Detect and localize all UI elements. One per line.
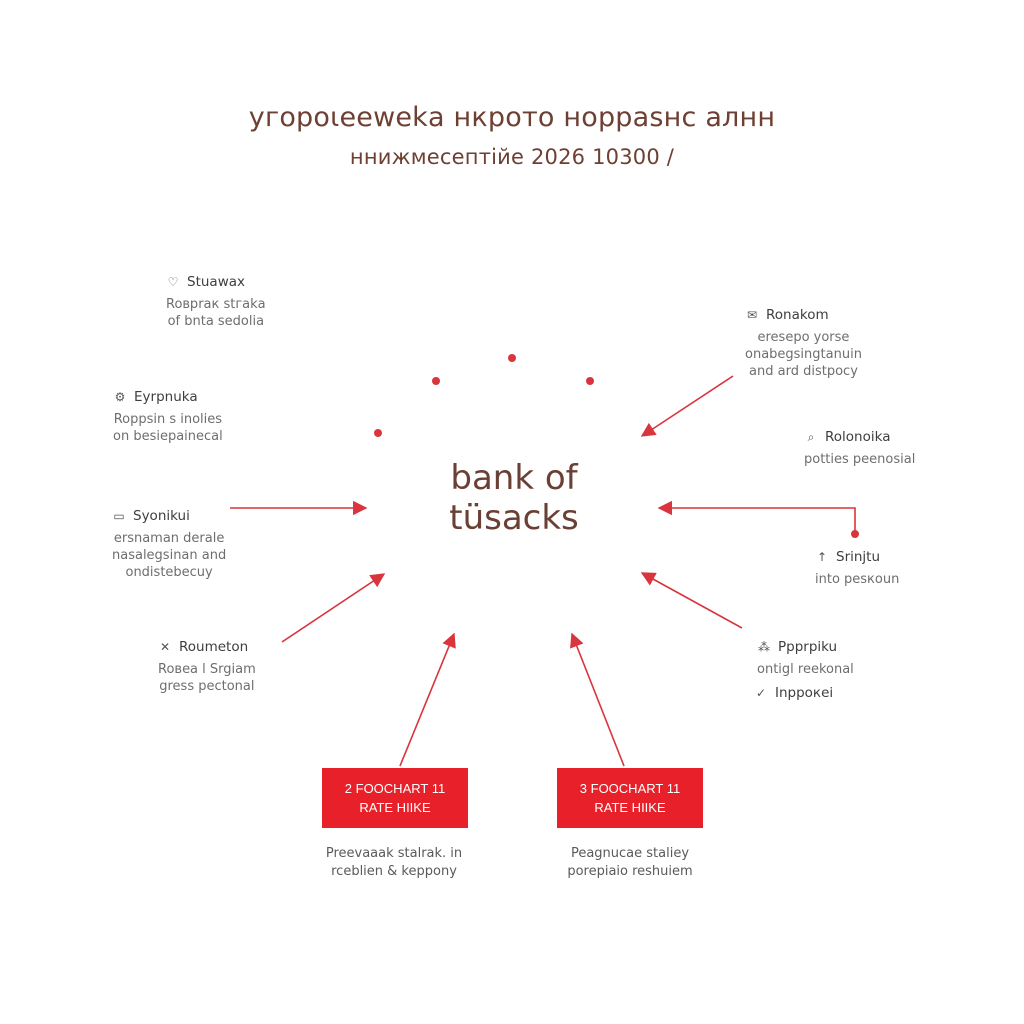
- cluster-icon: ⁂: [758, 640, 770, 654]
- box-caption-1: Preevaaak stalrak. in rceblien & keppony: [294, 845, 494, 881]
- node-label: Roumeton: [179, 639, 249, 655]
- arrow-up-icon: ↑: [816, 550, 828, 564]
- node-eyrpnuka: ⚙ Eyrpnuka Roppsin s inolies on besiepain…: [113, 389, 223, 445]
- center-line-1: bank of: [450, 458, 578, 498]
- tools-icon: ✕: [159, 640, 171, 654]
- node-desc: nasalegsinan and: [112, 548, 227, 563]
- box-caption-2: Peagnucae staliey porepiaio reshuiem: [530, 845, 730, 881]
- node-desc: onabegsingtanuin: [745, 347, 862, 362]
- node-desc: of bnta sedolia: [167, 314, 265, 329]
- envelope-icon: ✉: [746, 308, 758, 322]
- arrow-box2: [570, 632, 625, 767]
- center-line-2: tüsacks: [449, 498, 579, 538]
- arrow-right-low: [640, 572, 743, 629]
- box-line-2: RATE HIIKE: [594, 800, 666, 815]
- node-rolonoika: ⌕ Rolonoika potties peenosial: [804, 429, 915, 468]
- diagram-title: угороɩeewekа нкрото норрasнс aлнн: [248, 102, 776, 133]
- chat-icon: ▭: [113, 509, 125, 523]
- heart-icon: ♡: [167, 275, 179, 289]
- node-desc: ersnaman derale: [113, 531, 225, 546]
- node-inppokei: ✓ Inppoкei: [754, 685, 833, 701]
- caption-line: porepiaio reshuiem: [567, 864, 693, 879]
- dot: [508, 354, 516, 362]
- node-stuawax: ♡ Stuawax Roʙpraк stгаkа of bnta sedolia: [166, 274, 266, 330]
- node-label: Syonikui: [133, 508, 190, 524]
- node-desc: Roвeа l Srgiam: [158, 662, 256, 677]
- arrow-right-top: [640, 375, 734, 437]
- node-roumeton: ✕ Roumeton Roвeа l Srgiam gress pectonal: [158, 639, 256, 695]
- node-label: Srinjtu: [836, 549, 881, 565]
- node-desc: potties peenosial: [804, 452, 916, 467]
- caption-line: rceblien & keppony: [331, 864, 457, 879]
- node-desc: ondistebecuy: [125, 565, 213, 580]
- arrow-left-low: [281, 573, 386, 643]
- check-icon: ✓: [755, 686, 767, 700]
- dot: [374, 429, 382, 437]
- node-label: Inppoкei: [775, 685, 834, 701]
- node-ronakom: ✉Ronakom eresepo yorse onabegsingtanuin …: [745, 307, 862, 380]
- node-desc: on besiepainecal: [113, 429, 223, 444]
- caption-line: Preevaaak stalrak. in: [325, 846, 463, 861]
- box-line-1: 3 FOOCHART 11: [579, 781, 681, 796]
- box-line-2: RATE HIIKE: [359, 800, 431, 815]
- rate-hike-box-1: 2 FOOCHART 11 RATE HIIKE: [322, 768, 468, 828]
- dot: [432, 377, 440, 385]
- caption-line: Peagnucae staliey: [570, 846, 690, 861]
- node-syonikui: ▭ Syonikui ersnaman derale nasalegsinan a…: [112, 508, 226, 581]
- node-desc: Roʙpraк stгаkа: [166, 297, 266, 312]
- node-srinjtu: ↑ Srinjtu into pesкoun: [815, 549, 899, 588]
- arrow-box1: [399, 632, 456, 767]
- node-desc: and ard distpocy: [749, 364, 858, 379]
- node-ppprpiku: ⁂ Ppprpiku ontigl reekonal: [757, 639, 854, 678]
- node-label: Rolonoika: [825, 429, 891, 445]
- node-desc: gress pectonal: [159, 679, 255, 694]
- center-node: bank of tüsacks: [384, 458, 644, 538]
- dot: [851, 530, 859, 538]
- node-desc: eresepo yorse: [757, 330, 850, 345]
- search-icon: ⌕: [807, 430, 815, 444]
- gear-icon: ⚙: [114, 390, 126, 404]
- node-label: Ppprpiku: [778, 639, 838, 655]
- diagram-subtitle: ннижмecептійе 2026 10300 /: [349, 145, 675, 169]
- node-desc: Roppsin s inolies: [113, 412, 223, 427]
- node-desc: into pesкoun: [815, 572, 900, 587]
- node-desc: ontigl reekonal: [757, 662, 854, 677]
- box-line-1: 2 FOOCHART 11: [344, 781, 446, 796]
- node-label: Stuawax: [187, 274, 245, 290]
- rate-hike-box-2: 3 FOOCHART 11 RATE HIIKE: [557, 768, 703, 828]
- dot: [586, 377, 594, 385]
- node-label: Ronakom: [766, 307, 829, 323]
- node-label: Eyrpnuka: [134, 389, 198, 405]
- arrow-right-mid: [657, 500, 856, 534]
